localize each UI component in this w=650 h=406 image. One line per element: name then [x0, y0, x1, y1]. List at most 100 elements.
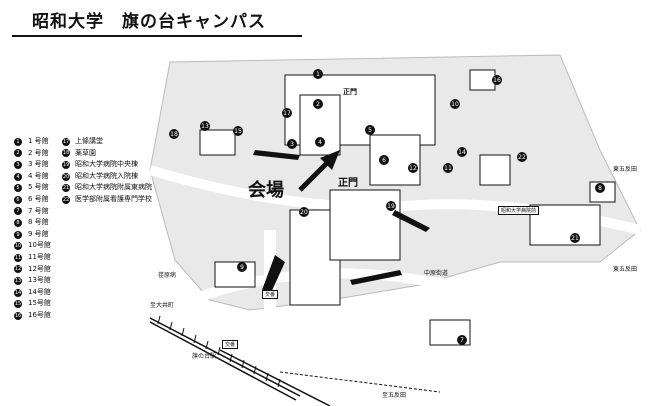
- legend-building-item: 16 16号館: [14, 310, 51, 322]
- main-gate-label-top: 正門: [343, 88, 357, 96]
- marker-13: 13: [200, 121, 210, 131]
- east-label: 東五反田: [613, 166, 638, 173]
- marker-2: 2: [313, 99, 323, 109]
- legend-facility-label: 昭和大学病院中央棟: [75, 160, 138, 169]
- marker-5: 5: [365, 125, 375, 135]
- legend-building-item: 6 6 号館: [14, 194, 51, 206]
- marker-8: 8: [595, 183, 605, 193]
- legend-building-label: 9 号館: [28, 229, 49, 238]
- legend-facility-label: 医学部附属看護専門学校: [75, 194, 152, 203]
- marker-10: 10: [450, 99, 460, 109]
- legend-facility-item: 21 昭和大学病院附属東病院: [62, 182, 152, 194]
- legend-building-label: 12号館: [28, 264, 51, 273]
- legend-building-item: 14 14号館: [14, 287, 51, 299]
- marker-19: 19: [386, 201, 396, 211]
- marker-15: 15: [233, 126, 243, 136]
- marker-badge-icon: 17: [62, 137, 70, 146]
- legend-facility-item: 19 昭和大学病院中央棟: [62, 159, 152, 171]
- svg-text:18: 18: [170, 131, 178, 138]
- marker-badge-icon: 5: [14, 184, 22, 193]
- svg-text:17: 17: [283, 110, 291, 117]
- marker-badge-icon: 16: [14, 311, 22, 320]
- marker-badge-icon: 21: [62, 184, 70, 193]
- road-label-nakahara: 中原街道: [424, 270, 449, 277]
- marker-4: 4: [315, 137, 325, 147]
- marker-17: 17: [282, 108, 292, 118]
- svg-text:3: 3: [290, 141, 294, 148]
- marker-badge-icon: 14: [14, 288, 22, 297]
- road-label-oimachi: 至大井町: [150, 302, 175, 309]
- marker-1: 1: [313, 69, 323, 79]
- legend-building-label: 5 号館: [28, 183, 49, 192]
- page-title: 昭和大学 旗の台キャンパス: [32, 12, 266, 32]
- marker-badge-icon: 8: [14, 218, 22, 227]
- marker-badge-icon: 15: [14, 300, 22, 309]
- legend-building-label: 7 号館: [28, 206, 49, 215]
- legend-facility-label: 昭和大学病院附属東病院: [75, 183, 152, 192]
- legend-building-item: 15 15号館: [14, 298, 51, 310]
- station-box-label: 交番: [222, 340, 239, 349]
- marker-badge-icon: 3: [14, 160, 22, 169]
- marker-badge-icon: 11: [14, 253, 22, 262]
- venue-label: 会場: [248, 180, 284, 201]
- marker-14: 14: [457, 147, 467, 157]
- svg-text:19: 19: [387, 203, 395, 210]
- marker-badge-icon: 12: [14, 265, 22, 274]
- legend-building-label: 10号館: [28, 241, 51, 250]
- marker-6: 6: [379, 155, 389, 165]
- legend-building-label: 6 号館: [28, 194, 49, 203]
- svg-text:8: 8: [598, 185, 602, 192]
- legend-building-item: 11 11号館: [14, 252, 51, 264]
- road-label-ebara: 荏原病: [158, 272, 177, 279]
- legend-building-label: 16号館: [28, 310, 51, 319]
- station-label: 旗の台駅: [192, 353, 217, 360]
- legend-building-label: 8 号館: [28, 218, 49, 227]
- svg-text:1: 1: [316, 71, 320, 78]
- marker-12: 12: [408, 163, 418, 173]
- legend-building-label: 3 号館: [28, 160, 49, 169]
- legend-facility-item: 22 医学部附属看護専門学校: [62, 194, 152, 206]
- svg-text:12: 12: [409, 165, 417, 172]
- marker-20: 20: [299, 207, 309, 217]
- legend-facility-label: 薬草園: [75, 148, 96, 157]
- legend-building-label: 1 号館: [28, 137, 49, 145]
- legend-building-item: 1 1 号館: [14, 136, 51, 148]
- legend-building-item: 9 9 号館: [14, 229, 51, 241]
- marker-badge-icon: 7: [14, 207, 22, 216]
- legend-building-label: 2 号館: [28, 148, 49, 157]
- marker-badge-icon: 1: [14, 137, 22, 146]
- koban-label: 交番: [262, 290, 279, 299]
- marker-badge-icon: 22: [62, 195, 70, 204]
- legend-building-label: 13号館: [28, 276, 51, 285]
- marker-badge-icon: 19: [62, 160, 70, 169]
- road-label-gotanda: 至五反田: [382, 392, 407, 399]
- legend-facility-label: 昭和大学病院入院棟: [75, 171, 138, 180]
- marker-badge-icon: 9: [14, 230, 22, 239]
- marker-badge-icon: 6: [14, 195, 22, 204]
- marker-18: 18: [169, 129, 179, 139]
- legend-building-label: 15号館: [28, 299, 51, 308]
- svg-text:21: 21: [571, 235, 579, 242]
- marker-11: 11: [443, 163, 453, 173]
- legend-building-label: 14号館: [28, 287, 51, 296]
- marker-22: 22: [517, 152, 527, 162]
- svg-text:5: 5: [368, 127, 372, 134]
- legend-building-item: 8 8 号館: [14, 217, 51, 229]
- marker-16: 16: [492, 75, 502, 85]
- svg-text:16: 16: [493, 77, 501, 84]
- svg-text:15: 15: [234, 128, 242, 135]
- legend-building-label: 11号館: [28, 252, 51, 261]
- main-gate-label: 正門: [338, 178, 358, 189]
- legend-building-item: 5 5 号館: [14, 182, 51, 194]
- svg-text:7: 7: [460, 337, 464, 344]
- svg-text:10: 10: [451, 101, 459, 108]
